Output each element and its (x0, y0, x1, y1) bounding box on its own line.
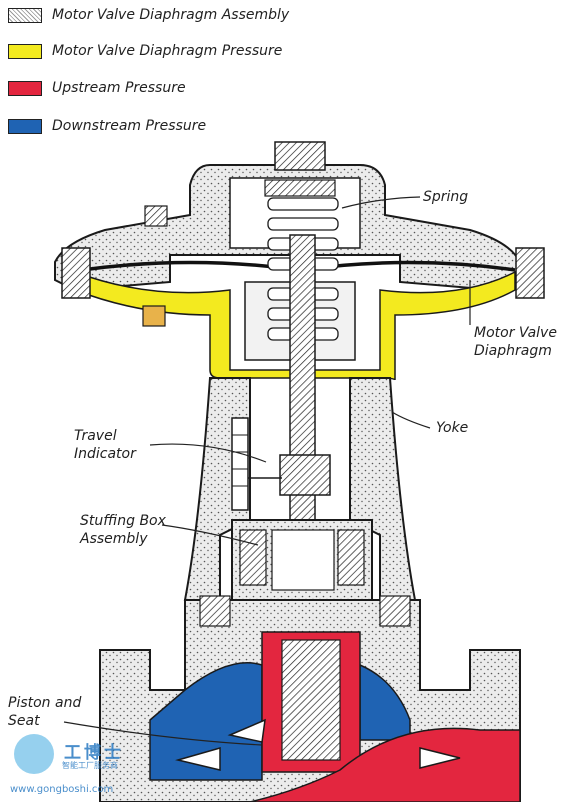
vent-plug (142, 305, 166, 327)
callout-travel-line2: Indicator (74, 446, 136, 462)
watermark-url: www.gongboshi.com (10, 784, 114, 795)
callout-diaphragm-line2: Diaphragm (474, 343, 552, 359)
legend-item-downstream: Downstream Pressure (8, 115, 206, 137)
callout-leaders (63, 196, 471, 746)
watermark-tagline: 智能工厂服务商 (62, 761, 118, 770)
travel-indicator (231, 417, 331, 511)
callout-travel-line1: Travel (74, 428, 117, 444)
flange-bolt-left (61, 247, 91, 299)
stuffing-box (231, 519, 373, 601)
legend-item-assembly: Motor Valve Diaphragm Assembly (8, 4, 289, 26)
leader-spring (341, 196, 421, 209)
watermark-logo-icon (14, 734, 54, 774)
upstream-pressure-region (249, 631, 521, 802)
legend-item-upstream: Upstream Pressure (8, 77, 186, 99)
flange-bolt-right (515, 247, 545, 299)
leader-travel-indicator (149, 443, 267, 463)
legend-swatch-hatched (8, 7, 42, 23)
legend-label: Motor Valve Diaphragm Assembly (52, 7, 290, 23)
legend-label: Upstream Pressure (52, 80, 186, 96)
legend-swatch-blue (8, 118, 42, 134)
callout-piston-line1: Piston and (8, 695, 82, 711)
callout-stuffing-line2: Assembly (80, 531, 148, 547)
watermark-brand: 工博士 (64, 743, 124, 763)
top-vent (144, 205, 168, 227)
legend-item-diaphragm-pressure: Motor Valve Diaphragm Pressure (8, 40, 282, 62)
callout-piston-line2: Seat (8, 713, 40, 729)
legend-swatch-red (8, 80, 42, 96)
callout-stuffing-line1: Stuffing Box (80, 513, 166, 529)
callout-diaphragm-line1: Motor Valve (474, 325, 557, 341)
legend-label: Downstream Pressure (52, 118, 207, 134)
legend-swatch-yellow (8, 43, 42, 59)
callout-spring: Spring (423, 189, 469, 205)
leader-stuffing-box (161, 524, 259, 546)
flow-arrows (175, 718, 461, 771)
leader-piston-seat (63, 721, 263, 746)
leader-yoke (391, 411, 431, 429)
legend-label: Motor Valve Diaphragm Pressure (52, 43, 283, 59)
callout-yoke: Yoke (436, 420, 469, 436)
